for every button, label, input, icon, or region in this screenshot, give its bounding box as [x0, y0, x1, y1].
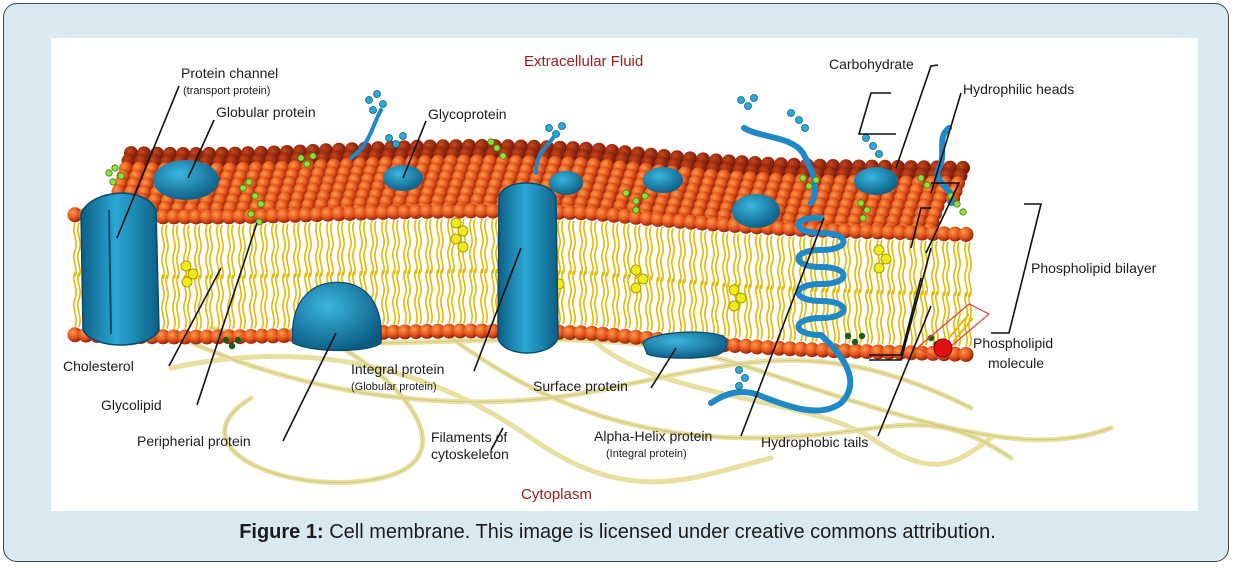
globular-protein-top — [153, 160, 219, 200]
label-glycolipid: Glycolipid — [101, 397, 162, 413]
label-filaments-1: Filaments of — [431, 429, 507, 445]
label-hydrophilic-heads: Hydrophilic heads — [963, 81, 1074, 97]
label-peripheral-protein: Peripherial protein — [137, 433, 251, 449]
label-hydrophobic-tails: Hydrophobic tails — [761, 434, 868, 450]
figure-frame: Extracellular Fluid Cytoplasm Protein ch… — [3, 3, 1229, 562]
caption-text: Cell membrane. This image is licensed un… — [324, 521, 996, 543]
peripheral-protein — [293, 282, 382, 350]
caption-label: Figure 1: — [239, 521, 323, 543]
label-filaments-2: cytoskeleton — [431, 446, 509, 462]
label-alpha-helix: Alpha-Helix protein — [594, 428, 712, 444]
label-integral-protein-sub: (Globular protein) — [351, 381, 437, 393]
figure-caption: Figure 1: Cell membrane. This image is l… — [0, 521, 1235, 544]
label-glycoprotein: Glycoprotein — [428, 106, 507, 122]
label-cholesterol: Cholesterol — [63, 358, 134, 374]
region-cytoplasm-label: Cytoplasm — [521, 486, 592, 503]
label-integral-protein: Integral protein — [351, 361, 444, 377]
label-phospholipid-molecule-1: Phospholipid — [973, 335, 1053, 351]
label-alpha-helix-sub: (Integral protein) — [606, 448, 687, 460]
protein-channel — [81, 193, 159, 345]
label-protein-channel: Protein channel — [181, 65, 278, 81]
cell-membrane-diagram: Extracellular Fluid Cytoplasm Protein ch… — [51, 38, 1198, 511]
surface-protein — [643, 332, 727, 358]
label-surface-protein: Surface protein — [533, 378, 628, 394]
label-phospholipid-molecule-2: molecule — [988, 355, 1044, 371]
region-extracellular-label: Extracellular Fluid — [524, 53, 643, 70]
label-carbohydrate: Carbohydrate — [829, 56, 914, 72]
figure-panel: Extracellular Fluid Cytoplasm Protein ch… — [51, 38, 1198, 511]
label-phospholipid-bilayer: Phospholipid bilayer — [1031, 260, 1157, 276]
label-globular-protein: Globular protein — [216, 104, 316, 120]
label-protein-channel-sub: (transport protein) — [183, 85, 270, 97]
